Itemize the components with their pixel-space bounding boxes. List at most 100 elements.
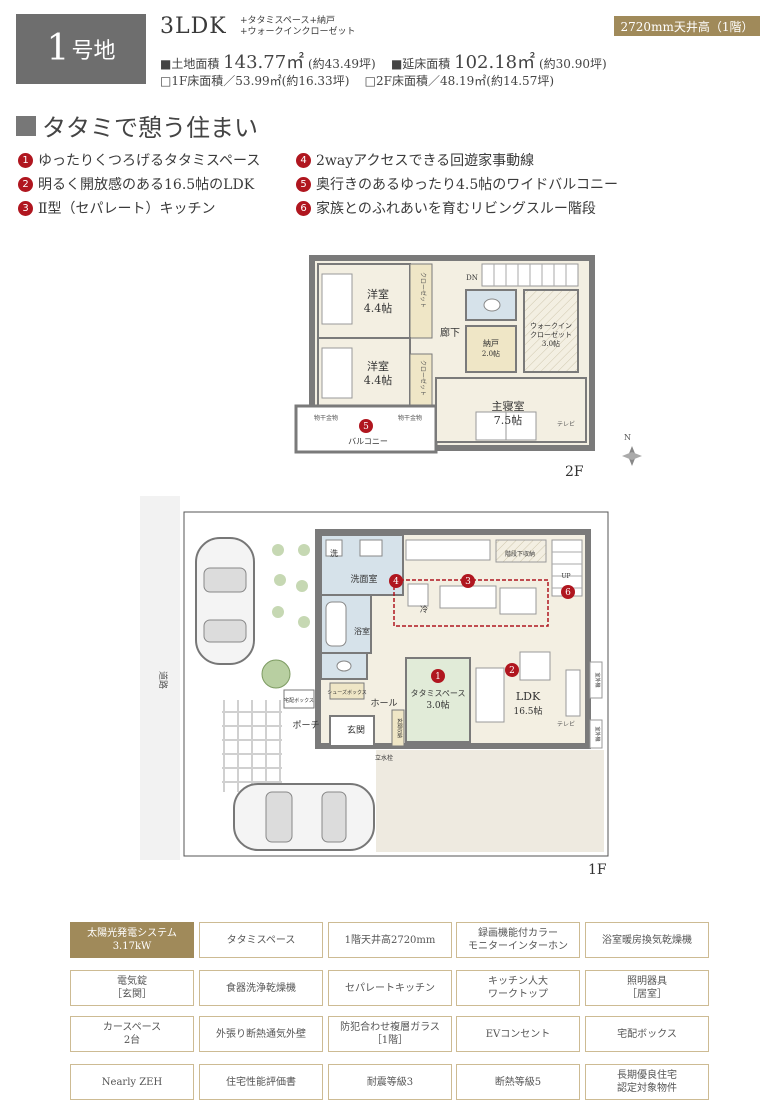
label-shoes: シューズボックス [327, 689, 367, 696]
sink-icon [359, 539, 383, 557]
lot-number: 1 [46, 28, 70, 69]
label-western-2-size: 4.4帖 [364, 374, 393, 387]
spec-badge: 録画機能付カラー モニターインターホン [456, 922, 580, 958]
label-master-size: 7.5帖 [494, 414, 523, 427]
bed-icon [505, 411, 537, 441]
label-outdoor-unit: 室外機 [594, 672, 601, 687]
section-title: タタミで憩う住まい [16, 108, 258, 143]
floor-plan: 洋室 4.4帖 洋室 4.4帖 クローゼット クローゼット 廊下 納戸 2.0帖… [140, 255, 642, 878]
label-walkin-2: クローゼット [530, 330, 572, 339]
label-western-1-size: 4.4帖 [364, 302, 393, 315]
feature-text: ゆったりくつろげるタタミスペース [38, 153, 261, 169]
car-icon [195, 537, 255, 665]
section-square-icon [16, 115, 36, 136]
entrance-storage [391, 709, 405, 747]
floor2-area: □2F床面積／48.19㎡(約14.57坪) [364, 74, 555, 88]
lot-badge: 1 号地 [16, 14, 146, 84]
spec-badge: 食器洗浄乾燥機 [199, 970, 323, 1006]
label-tv-2f: テレビ [557, 420, 575, 428]
section-title-text: タタミで憩う住まい [42, 114, 258, 142]
feature-number: 4 [296, 152, 311, 168]
spec-badge: 長期優良住宅 認定対象物件 [585, 1064, 709, 1100]
label-washroom: 洗面室 [350, 573, 377, 585]
compass-north-label: N [624, 433, 631, 442]
bed-icon [321, 347, 353, 399]
feature-item: 6 家族とのふれあいを育むリビングスルー階段 [296, 198, 596, 218]
washer-icon [325, 539, 343, 557]
circulation-route [393, 579, 549, 627]
approach-paving [222, 700, 282, 792]
floor-area-label: ■延床面積 [390, 57, 451, 71]
spec-badge: セパレートキッチン [328, 970, 452, 1006]
marker-2 [505, 663, 519, 677]
understair-storage [495, 539, 547, 563]
feature-item: 3 Ⅱ型（セパレート）キッチン [18, 198, 216, 218]
label-closet-2: クローゼット [419, 360, 427, 396]
spec-badge: 住宅性能評価書 [199, 1064, 323, 1100]
label-tv-1f: テレビ [557, 720, 575, 728]
floor1-area: □1F床面積／53.99㎡(約16.33坪) [160, 74, 350, 88]
floor-label-2f: 2F [565, 464, 584, 480]
compass-icon: N [622, 433, 642, 466]
layout-extra-line: +タタミスペース+納戸 [240, 16, 336, 26]
feature-item: 1 ゆったりくつろげるタタミスペース [18, 150, 260, 170]
label-ldk-size: 16.5帖 [513, 705, 542, 717]
label-bath: 浴室 [354, 626, 370, 636]
marker-1 [431, 669, 445, 683]
feature-text: 奥行きのあるゆったり4.5帖のワイドバルコニー [316, 177, 618, 193]
ceiling-height-badge: 2720mm天井高（1階） [614, 16, 760, 36]
spec-badge: 防犯合わせ複層ガラス ［1階］ [328, 1016, 452, 1052]
layout-extra-line: +ウォークインクローゼット [240, 27, 356, 37]
label-western-2: 洋室 [367, 359, 389, 373]
spec-badge: 電気錠 ［玄関］ [70, 970, 194, 1006]
spec-badge: 耐震等級3 [328, 1064, 452, 1100]
spec-badge: キッチン人大 ワークトップ [456, 970, 580, 1006]
label-walkin-size: 3.0帖 [542, 339, 560, 348]
spec-badge: 照明器具 ［居室］ [585, 970, 709, 1006]
feature-text: Ⅱ型（セパレート）キッチン [38, 201, 216, 217]
label-fridge: 冷 [420, 604, 428, 614]
label-entrance-storage: 玄関収納 [396, 718, 403, 738]
label-faucet: 立水栓 [375, 754, 393, 762]
marker-4-text: 4 [393, 577, 399, 587]
label-western-1: 洋室 [367, 287, 389, 301]
feature-number: 3 [18, 200, 33, 216]
marker-6-text: 6 [565, 588, 571, 598]
toilet-icon [336, 660, 352, 672]
feature-item: 4 2wayアクセスできる回遊家事動線 [296, 150, 534, 170]
feature-item: 5 奥行きのあるゆったり4.5帖のワイドバルコニー [296, 174, 618, 194]
spec-badge: Nearly ZEH [70, 1064, 194, 1100]
land-area-label: ■土地面積 [160, 57, 220, 71]
kitchen-island [439, 585, 497, 609]
label-walkin: ウォークイン [530, 322, 572, 330]
spec-badge: 断熱等級5 [456, 1064, 580, 1100]
marker-4 [389, 574, 403, 588]
label-dn: DN [466, 274, 478, 282]
feature-number: 6 [296, 200, 311, 216]
spec-badge: EVコンセント [456, 1016, 580, 1052]
land-area-tsubo: (約43.49坪) [307, 57, 376, 71]
toilet-icon [483, 298, 501, 312]
bed-icon [321, 273, 353, 325]
garden-area [376, 750, 604, 852]
marker-6 [561, 585, 575, 599]
shoes-box [329, 682, 365, 700]
spec-badge: 外張り断熱通気外壁 [199, 1016, 323, 1052]
layout-extras: +タタミスペース+納戸 +ウォークインクローゼット [240, 16, 356, 38]
floor-area-tsubo: (約30.90坪) [538, 57, 607, 71]
road [140, 496, 180, 860]
label-storage-size: 2.0帖 [482, 349, 500, 358]
label-understair: 階段下収納 [505, 550, 535, 558]
label-drying: 物干金物 [398, 414, 422, 422]
spec-badge: タタミスペース [199, 922, 323, 958]
label-ldk: LDK [516, 690, 541, 703]
label-up: UP [561, 573, 570, 580]
lot-suffix: 号地 [71, 39, 116, 64]
kitchen-back-counter [405, 539, 491, 561]
label-entrance: 玄関 [347, 724, 365, 736]
spec-badge: 宅配ボックス [585, 1016, 709, 1052]
marker-2-text: 2 [509, 666, 515, 676]
marker-3-text: 3 [465, 577, 471, 587]
label-hall-1f: ホール [370, 698, 397, 709]
feature-number: 2 [18, 176, 33, 192]
